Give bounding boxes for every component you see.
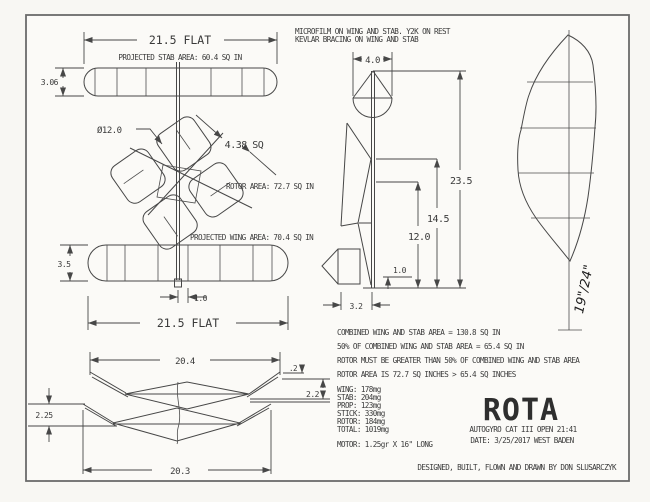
front-left-dihedral-dim: 2.25 <box>35 411 53 420</box>
weight-line: TOTAL: 1019mg <box>337 425 389 434</box>
wing-area-label: PROJECTED WING AREA: 70.4 SQ IN <box>190 233 314 242</box>
motor-note: MOTOR: 1.25gr X 16" LONG <box>337 440 433 449</box>
rotor-area-label: ROTOR AREA: 72.7 SQ IN <box>226 182 314 191</box>
wing-side-profile <box>340 122 372 286</box>
front-bottom-span-dim: 20.3 <box>170 467 190 477</box>
wing-top-view: PROJECTED WING AREA: 70.4 SQ IN 3.5 1.0 … <box>58 233 315 330</box>
side-lower-dim: 12.0 <box>408 232 431 243</box>
front-upper-outline <box>89 371 281 410</box>
weight-line: STICK: 330mg <box>337 409 385 418</box>
front-lower-outline <box>82 381 272 445</box>
rotor-blade-dim: 4.38 SQ <box>225 140 264 151</box>
sheet-border <box>25 14 630 482</box>
rule-line: 50% OF COMBINED WING AND STAB AREA = 65.… <box>337 342 525 351</box>
front-right-dihedral-dim: 2.2 <box>306 390 320 399</box>
weight-line: ROTOR: 184mg <box>337 417 385 426</box>
weight-line: PROP: 123mg <box>337 401 381 410</box>
rule-line: ROTOR AREA IS 72.7 SQ INCHES > 65.4 SQ I… <box>337 370 517 379</box>
wing-chord-dim: 3.5 <box>58 260 72 269</box>
date-line: DATE: 3/25/2017 WEST BADEN <box>470 436 574 445</box>
front-tip-dim: .2 <box>289 364 297 373</box>
side-rotor-width-dim: 4.0 <box>365 56 380 66</box>
drawing-title: ROTA <box>483 393 559 428</box>
note-covering: MICROFILM ON WING AND STAB. Y2K ON REST <box>295 27 451 36</box>
side-overall-dim: 23.5 <box>450 176 473 187</box>
event-line: AUTOGYRO CAT III OPEN 21:41 <box>469 425 577 434</box>
stab-span-dim: 21.5 FLAT <box>149 33 211 47</box>
stab-top-view: 21.5 FLAT PROJECTED STAB AREA: 60.4 SQ I… <box>41 32 278 280</box>
title-block: ROTA AUTOGYRO CAT III OPEN 21:41 DATE: 3… <box>469 393 578 445</box>
note-bracing: KEVLAR BRACING ON WING AND STAB <box>295 35 419 44</box>
rule-line: ROTOR MUST BE GREATER THAN 50% OF COMBIN… <box>337 356 580 365</box>
stab-chord-dim: 3.06 <box>41 78 59 87</box>
wing-offset-dim: 1.0 <box>194 294 208 303</box>
rule-line: COMBINED WING AND STAB AREA = 130.8 SQ I… <box>337 328 501 337</box>
front-view: 20.4 .2 2.2 <box>28 352 330 477</box>
rules-block: COMBINED WING AND STAB AREA = 130.8 SQ I… <box>337 328 581 379</box>
side-clearance-dim: 1.0 <box>393 266 407 275</box>
weight-line: STAB: 204mg <box>337 393 381 402</box>
wing-span-dim: 21.5 FLAT <box>157 316 219 330</box>
weights-block: WING: 178mg STAB: 204mg PROP: 123mg STIC… <box>337 385 434 449</box>
rotor-top-view: Ø12.0 4.38 SQ ROTOR AREA: 72.7 SQ IN <box>97 114 315 250</box>
rotor-disc-side <box>352 70 393 118</box>
side-view: 4.0 23.5 <box>321 52 473 311</box>
credit-line: DESIGNED, BUILT, FLOWN AND DRAWN BY DON … <box>417 463 617 472</box>
side-hub-dim: 3.2 <box>350 302 364 311</box>
front-top-span-dim: 20.4 <box>175 357 195 367</box>
rotor-diameter-dim: Ø12.0 <box>97 125 122 136</box>
prop-side <box>321 248 361 285</box>
stab-area-label: PROJECTED STAB AREA: 60.4 SQ IN <box>118 53 242 62</box>
side-upper-dim: 14.5 <box>427 214 450 225</box>
weight-line: WING: 178mg <box>337 385 381 394</box>
stick-end <box>174 278 182 288</box>
